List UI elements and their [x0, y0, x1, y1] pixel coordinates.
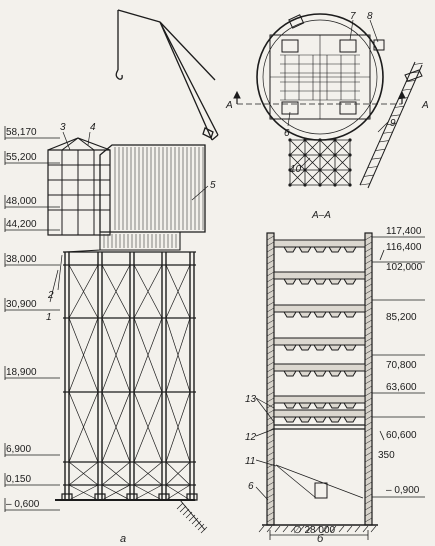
floor-slabs — [273, 239, 366, 430]
caption-a: а — [120, 533, 126, 545]
elev-minus-0900: – 0,900 — [386, 485, 420, 496]
callout-11: 11 — [245, 456, 255, 467]
lattice-node — [318, 153, 322, 157]
lattice-node — [333, 183, 337, 187]
plan-grid-lattice — [288, 138, 352, 187]
callout-3: 3 — [60, 122, 66, 133]
elev-44200: 44,200 — [6, 219, 37, 230]
elev-0150: 0,150 — [6, 474, 31, 485]
ring-beam — [274, 424, 365, 430]
lattice-node — [318, 168, 322, 172]
lattice-node — [303, 153, 307, 157]
callout-leaders-section — [255, 397, 277, 501]
callout-leaders-left — [49, 131, 209, 303]
floor-slab — [273, 304, 366, 318]
callout-6-plan: 6 — [284, 128, 290, 139]
lattice-node — [288, 138, 292, 142]
callout-leaders-plan — [287, 19, 389, 169]
lattice-node — [288, 153, 292, 157]
elev-18900: 18,900 — [6, 367, 37, 378]
lattice-node — [348, 183, 352, 187]
lattice-node — [333, 153, 337, 157]
lattice-node — [303, 183, 307, 187]
callout-7: 7 — [350, 11, 356, 22]
elev-117400: 117,400 — [386, 226, 422, 237]
elev-116400: 116,400 — [386, 242, 422, 253]
elev-85200: 85,200 — [386, 312, 417, 323]
callout-8: 8 — [367, 11, 373, 22]
callout-13: 13 — [245, 394, 257, 405]
section-title: А–А — [311, 210, 331, 221]
callout-12: 12 — [245, 432, 257, 443]
foundation — [55, 493, 208, 534]
cladding-block — [64, 144, 206, 253]
callout-6-section: 6 — [248, 481, 254, 492]
section-marker-right: А — [421, 100, 429, 111]
caption-b: б — [317, 533, 324, 545]
lattice-node — [288, 168, 292, 172]
lattice-node — [348, 168, 352, 172]
plan-crane-boom — [359, 61, 423, 189]
elev-38000: 38,000 — [6, 254, 37, 265]
wall-thickness-note: 350 — [378, 450, 395, 461]
elev-63600: 63,600 — [386, 382, 417, 393]
section-view — [255, 232, 425, 540]
lattice-node — [333, 138, 337, 142]
elev-58170: 58,170 — [6, 127, 37, 138]
elev-30900: 30,900 — [6, 299, 37, 310]
floor-slab — [273, 337, 366, 351]
callout-9: 9 — [390, 118, 396, 129]
elev-6900: 6,900 — [6, 444, 31, 455]
floor-slab — [273, 239, 366, 253]
lattice-node — [333, 168, 337, 172]
elev-70800: 70,800 — [386, 360, 417, 371]
lattice-node — [318, 138, 322, 142]
crane-boom — [115, 9, 219, 141]
floor-slab — [273, 363, 366, 377]
floor-slab — [273, 395, 366, 409]
lattice-node — [303, 168, 307, 172]
floor-slab — [273, 271, 366, 285]
tower-elevation-view — [4, 9, 219, 534]
diameter-dimension: ∅ 28 000 — [293, 525, 336, 536]
plan-view — [233, 13, 423, 189]
elev-55200: 55,200 — [6, 152, 37, 163]
elev-48000: 48,000 — [6, 196, 37, 207]
callout-4: 4 — [90, 122, 96, 133]
callout-1: 1 — [46, 312, 52, 323]
lattice-frame — [63, 251, 196, 501]
elev-102000: 102,000 — [386, 262, 423, 273]
section-marker-left: А — [225, 100, 233, 111]
callout-10: 10 — [290, 164, 302, 175]
elevation-leaders — [4, 126, 60, 512]
lattice-node — [288, 183, 292, 187]
lattice-node — [318, 183, 322, 187]
section-elevation-leaders — [372, 236, 425, 498]
floor-slab — [273, 409, 366, 423]
tower-head — [47, 137, 111, 236]
elev-minus-0600: – 0,600 — [6, 499, 40, 510]
cladding-stripes — [103, 147, 204, 248]
elev-60600: 60,600 — [386, 430, 417, 441]
lattice-node — [348, 138, 352, 142]
callout-5: 5 — [210, 180, 216, 191]
lattice-node — [303, 138, 307, 142]
callout-2: 2 — [47, 290, 54, 301]
lattice-node — [348, 153, 352, 157]
